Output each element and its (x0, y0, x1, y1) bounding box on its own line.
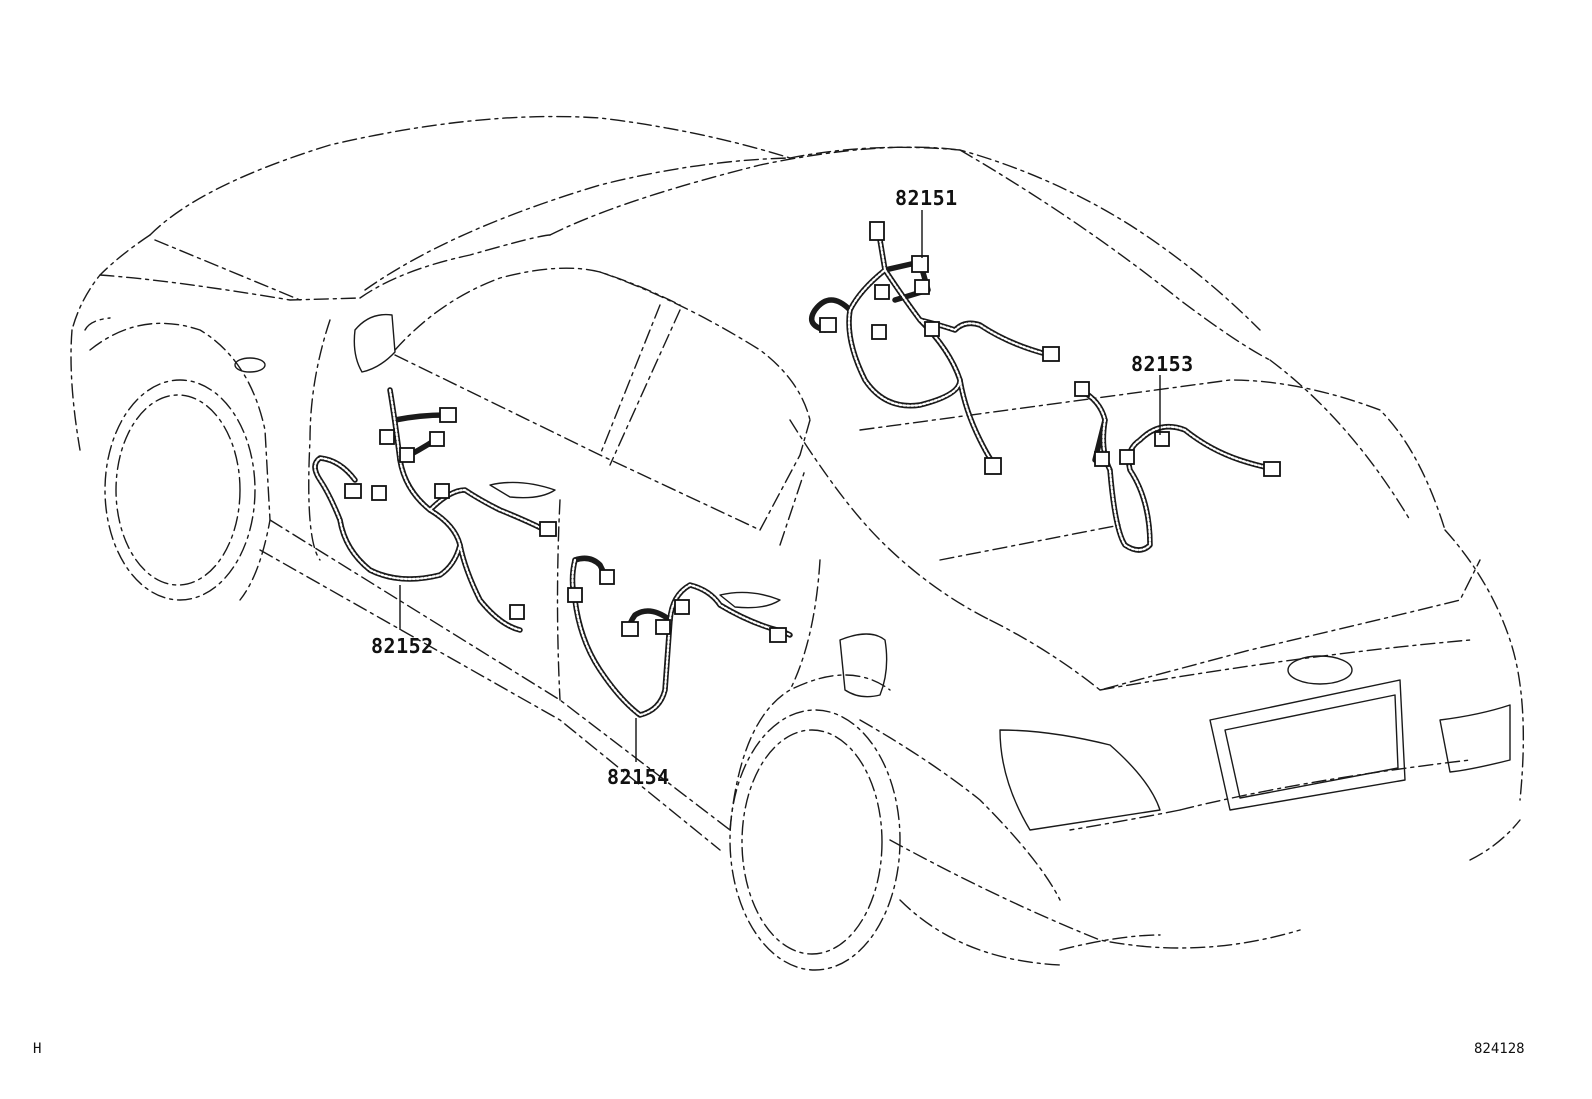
footer-left-code: H (33, 1041, 42, 1057)
footer-right-code: 824128 (1474, 1041, 1525, 1057)
harness-82154 (567, 555, 793, 718)
part-label-82153[interactable]: 82153 (1131, 352, 1194, 376)
harness-82153 (1074, 381, 1281, 553)
part-label-82151[interactable]: 82151 (895, 186, 958, 210)
part-label-82152[interactable]: 82152 (371, 634, 434, 658)
harness-82151 (808, 221, 1060, 475)
car-body-outline (70, 115, 1525, 971)
part-label-82154[interactable]: 82154 (607, 765, 670, 789)
harness-82152 (312, 387, 557, 633)
